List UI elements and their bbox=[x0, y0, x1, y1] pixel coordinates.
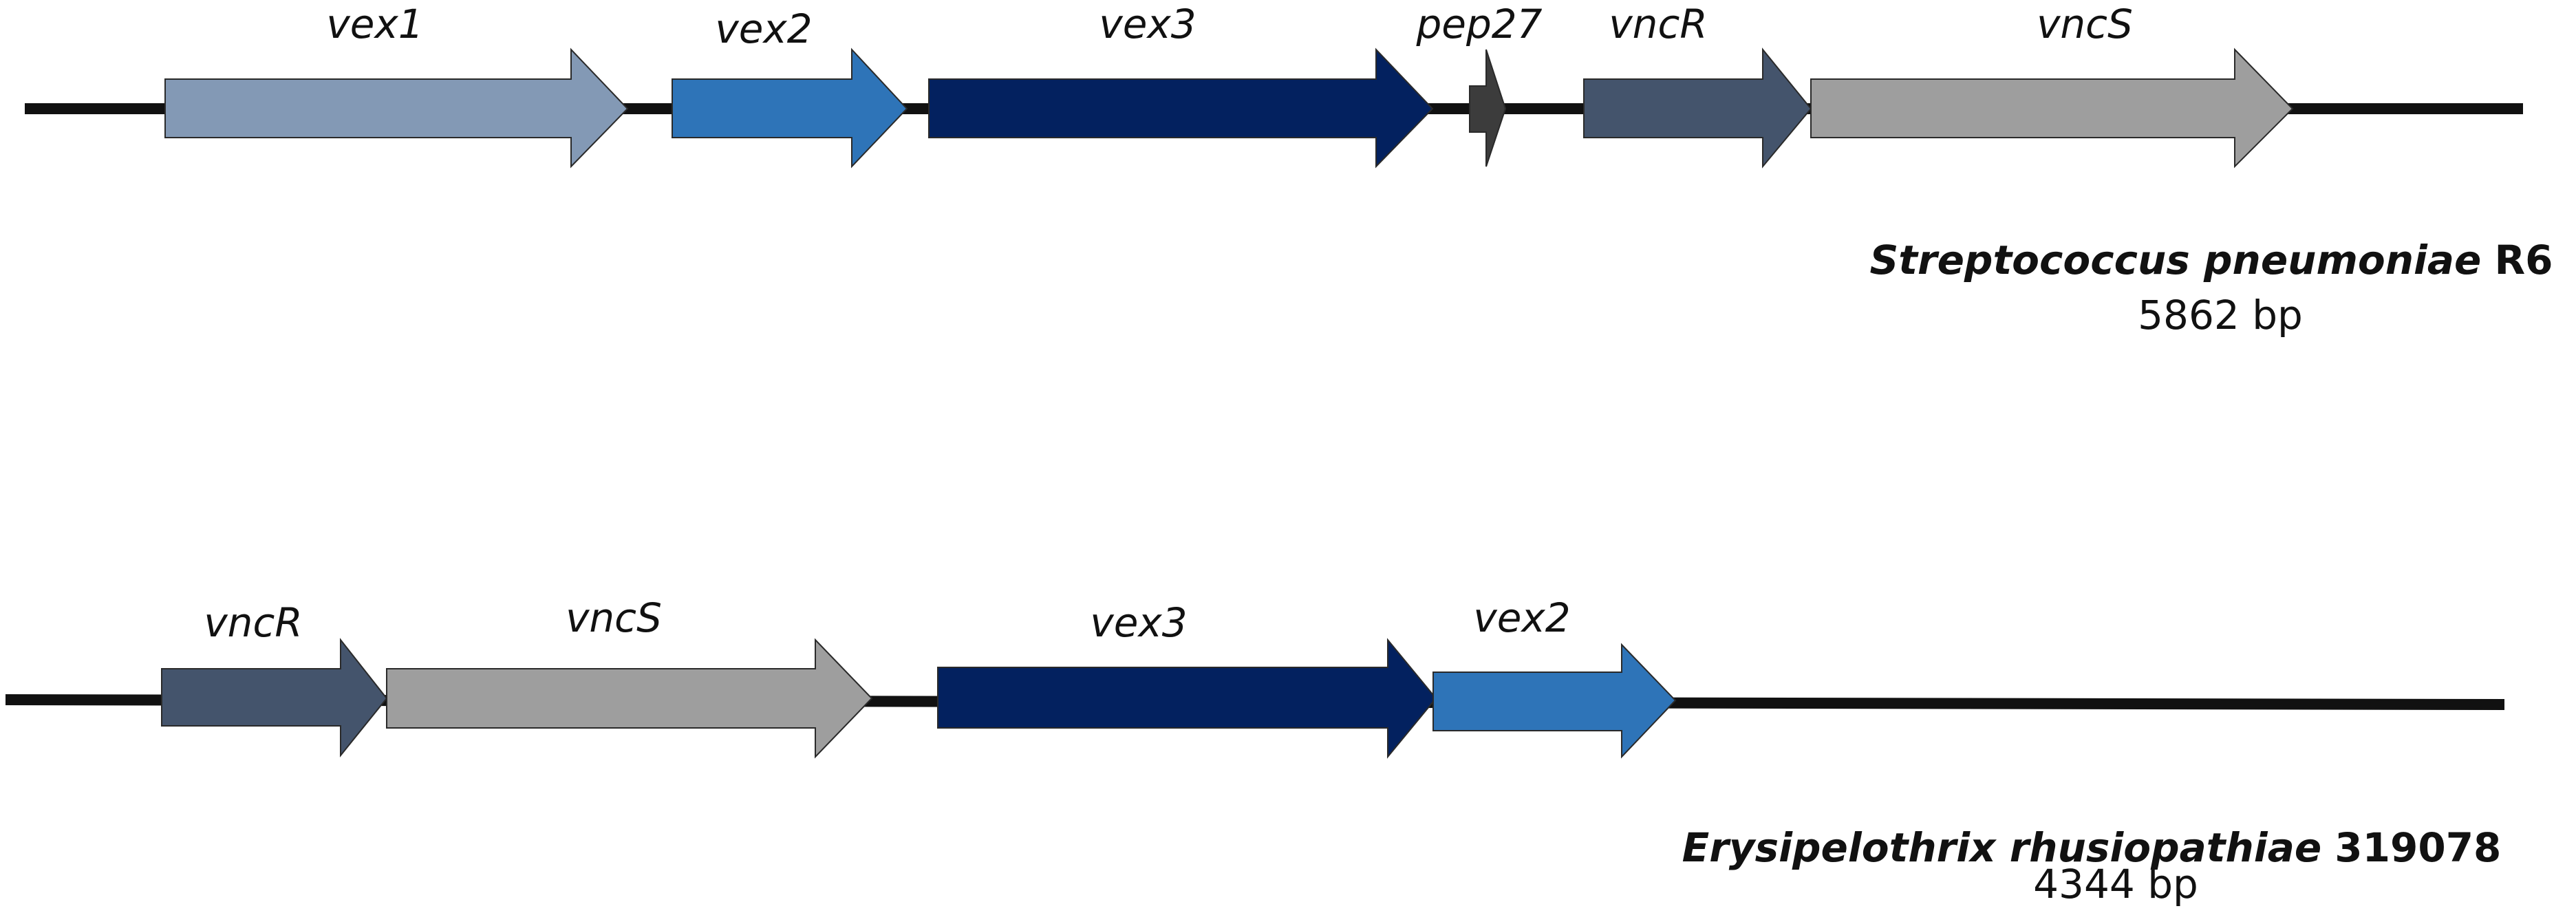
gene-label-vncS: vncS bbox=[2037, 1, 2133, 47]
gene-arrow-vex3-2 bbox=[937, 638, 1437, 759]
track-erysipelothrix-rhusiopathiae: vncR vncS vex3 vex2 Erysipelothrix rhusi… bbox=[5, 594, 2505, 907]
size-label-1: 5862 bp bbox=[2138, 292, 2303, 339]
gene-vncR: vncR bbox=[1583, 1, 1812, 169]
gene-label-vncS-2: vncS bbox=[566, 594, 662, 641]
gene-vex2-2: vex2 bbox=[1432, 594, 1677, 759]
gene-label-vex3: vex3 bbox=[1099, 1, 1196, 47]
organism-species-1: Streptococcus pneumoniae bbox=[1869, 237, 2481, 283]
organism-label-2: Erysipelothrix rhusiopathiae 319078 bbox=[1682, 824, 2502, 871]
gene-vex2: vex2 bbox=[672, 6, 908, 169]
size-label-2: 4344 bp bbox=[2033, 861, 2198, 907]
gene-vex3-2: vex3 bbox=[937, 599, 1437, 759]
gene-label-vncR-2: vncR bbox=[204, 599, 302, 646]
gene-pep27: pep27 bbox=[1415, 1, 1543, 167]
gene-arrow-vncS bbox=[1810, 47, 2294, 169]
gene-label-vex3-2: vex3 bbox=[1090, 599, 1187, 646]
gene-arrow-pep27 bbox=[1469, 49, 1507, 167]
gene-arrow-vex3 bbox=[928, 47, 1434, 169]
gene-label-vex1: vex1 bbox=[326, 1, 423, 47]
organism-strain-1: R6 bbox=[2494, 237, 2553, 283]
gene-arrow-vex2 bbox=[672, 47, 908, 169]
gene-vncR-2: vncR bbox=[161, 599, 388, 758]
gene-vex1: vex1 bbox=[164, 1, 629, 169]
gene-arrow-vncS-2 bbox=[386, 638, 873, 759]
gene-label-vncR: vncR bbox=[1609, 1, 1707, 47]
gene-vncS: vncS bbox=[1810, 1, 2294, 169]
gene-arrow-vncR-2 bbox=[161, 638, 388, 758]
organism-strain-2: 319078 bbox=[2334, 824, 2501, 871]
gene-arrow-vex1 bbox=[164, 47, 629, 169]
gene-label-vex2-2: vex2 bbox=[1473, 594, 1570, 641]
gene-arrow-vex2-2 bbox=[1432, 643, 1677, 759]
gene-label-vex2: vex2 bbox=[715, 6, 812, 52]
gene-label-pep27: pep27 bbox=[1415, 1, 1542, 47]
gene-vncS-2: vncS bbox=[386, 594, 873, 759]
organism-species-2: Erysipelothrix rhusiopathiae bbox=[1682, 824, 2322, 871]
gene-vex3: vex3 bbox=[928, 1, 1434, 169]
organism-label-1: Streptococcus pneumoniae R6 bbox=[1869, 237, 2553, 283]
gene-arrow-vncR bbox=[1583, 47, 1812, 169]
track-streptococcus-pneumoniae: vex1 vex2 vex3 pep27 vncR vncS Streptoco… bbox=[25, 1, 2553, 339]
